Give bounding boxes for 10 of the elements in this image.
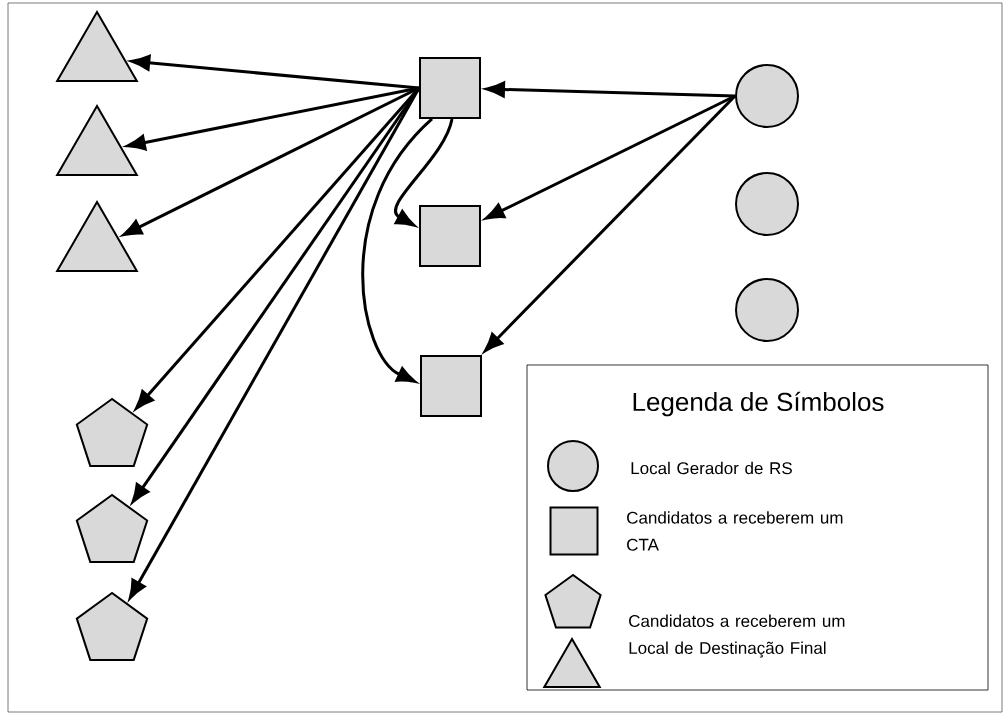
legend-title: Legenda de Símbolos bbox=[633, 391, 884, 417]
circle-node bbox=[735, 278, 799, 342]
legend-text: Local Gerador de RS bbox=[631, 461, 792, 475]
square-node bbox=[420, 355, 482, 417]
circle-node bbox=[735, 64, 799, 128]
circle-node bbox=[735, 172, 799, 236]
square-node bbox=[419, 205, 481, 267]
square-node bbox=[419, 57, 481, 119]
legend-text: Candidatos a receberem um CTA bbox=[627, 511, 843, 551]
legend-text: Candidatos a receberem um Local de Destinação Final bbox=[629, 614, 845, 658]
